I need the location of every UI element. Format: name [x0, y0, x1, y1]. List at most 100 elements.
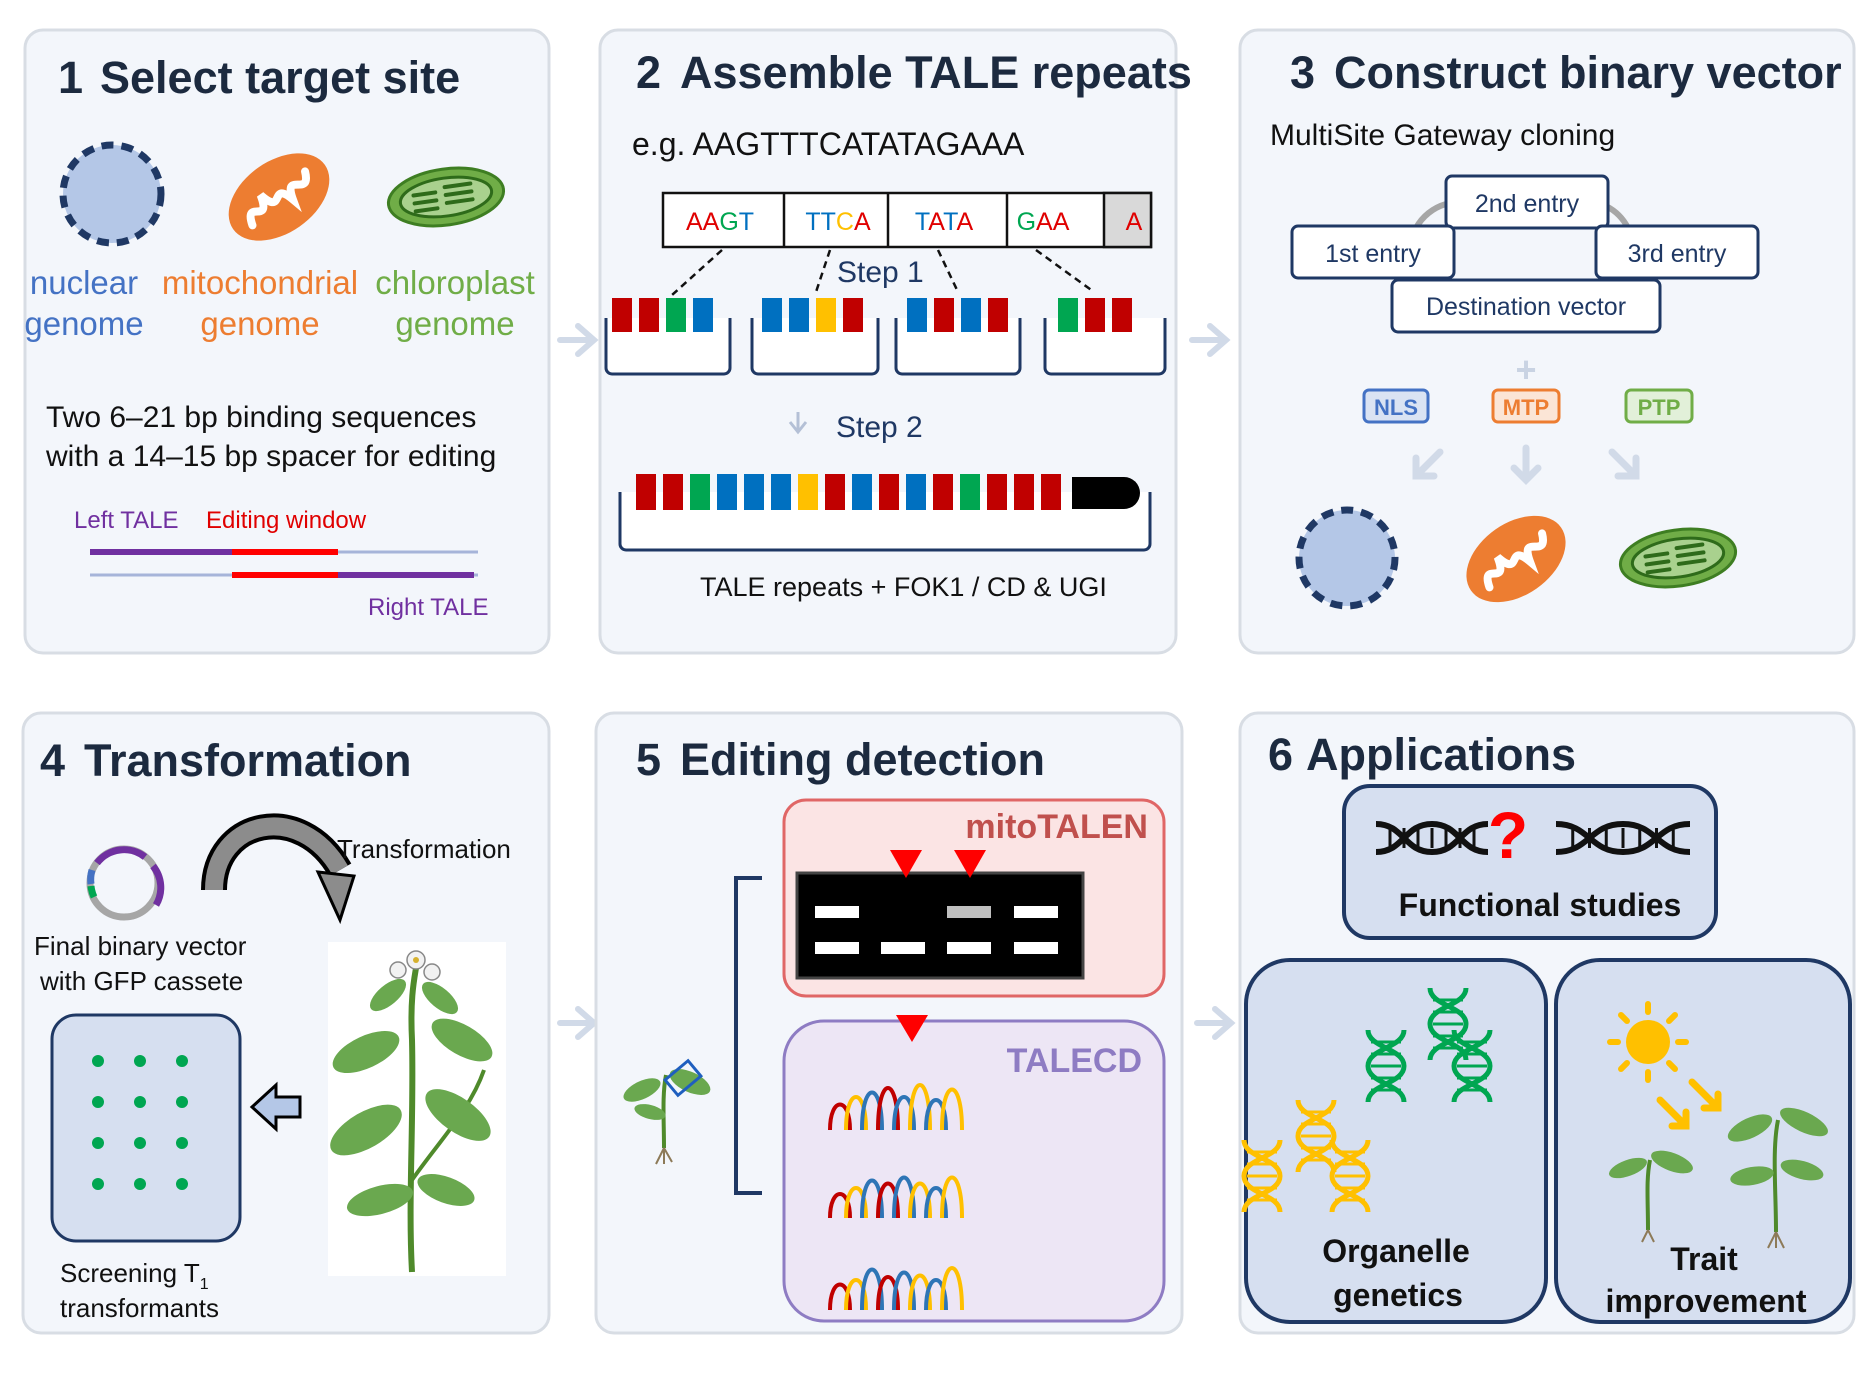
tale-repeat	[663, 474, 683, 510]
tale-repeat	[636, 474, 656, 510]
nucleus-icon	[59, 141, 165, 247]
seedling-icon	[623, 1058, 711, 1165]
chromatogram-peak	[924, 1278, 948, 1311]
panel5-title: Editing detection	[680, 734, 1045, 785]
assembled-tale	[618, 474, 1152, 552]
panel1-number: 1	[58, 52, 83, 103]
nuclear-label-bottom: genome	[24, 305, 143, 342]
colony-dot	[134, 1055, 146, 1067]
right-tale-label: Right TALE	[368, 594, 489, 621]
chloroplast-icon	[386, 166, 506, 228]
chromatogram-peak	[860, 1178, 884, 1219]
chromatogram-peak	[908, 1181, 932, 1219]
chloroplast-label-top: chloroplast	[375, 264, 535, 301]
chromatogram-peak	[844, 1095, 868, 1131]
chromatogram-peak	[908, 1273, 932, 1311]
tale-repeat	[825, 474, 845, 510]
chloroplast-label-bottom: genome	[395, 305, 514, 342]
chromatogram-peak	[860, 1090, 884, 1131]
chromatogram-peak	[828, 1282, 852, 1311]
sequence-box-1: AAGT	[686, 208, 754, 236]
tale-repeat	[852, 474, 872, 510]
panel-applications: 6 Applications ? Functional studies Orga…	[1238, 711, 1856, 1335]
tale-repeat	[933, 474, 953, 510]
panel6-number: 6	[1268, 729, 1293, 780]
colony-dot	[134, 1137, 146, 1149]
binding-description-line2: with a 14–15 bp spacer for editing	[45, 440, 496, 473]
arrow-right-icon	[1194, 1006, 1236, 1040]
nucleus-icon	[1295, 506, 1399, 610]
step1-connectors	[671, 248, 1095, 296]
tale-repeat	[690, 474, 710, 510]
organelle-label-line2: genetics	[1333, 1277, 1463, 1313]
panel-assemble-tale-repeats: 2 Assemble TALE repeats e.g. AAGTTTCATAT…	[598, 28, 1192, 655]
chromatogram-peak	[828, 1102, 852, 1131]
chromatogram-peak	[876, 1086, 900, 1131]
tale-repeat	[960, 474, 980, 510]
panel2-title: Assemble TALE repeats	[680, 47, 1192, 98]
sequence-box-5: A	[1126, 208, 1143, 236]
mtp-tag: MTP	[1491, 388, 1561, 424]
arrow-right-icon	[1189, 323, 1231, 357]
curved-arrow-icon	[201, 813, 356, 925]
tale-repeat	[771, 474, 791, 510]
dna-helix-icon	[1375, 820, 1691, 856]
nls-tag: NLS	[1362, 388, 1430, 424]
module-3	[894, 298, 1022, 376]
tale-repeat	[879, 474, 899, 510]
vector-label-line2: with GFP cassete	[39, 966, 243, 996]
talecd-box	[782, 1019, 1166, 1323]
trait-label-line2: improvement	[1606, 1283, 1807, 1319]
module-2	[750, 298, 880, 376]
panel-editing-detection: 5 Editing detection mitoTALEN	[594, 711, 1184, 1335]
mitotalen-label: mitoTALEN	[965, 808, 1148, 846]
arrow-right-icon	[557, 1006, 599, 1040]
chromatogram-peak	[828, 1192, 852, 1219]
tale-repeat	[717, 474, 737, 510]
small-seedling-icon	[1609, 1150, 1693, 1243]
talecd-label: TALECD	[1007, 1042, 1142, 1080]
svg-text:NLS: NLS	[1374, 395, 1418, 420]
panel3-title: Construct binary vector	[1334, 47, 1842, 98]
arrow-left-icon	[249, 1081, 302, 1133]
svg-text:PTP: PTP	[1638, 395, 1681, 420]
chromatogram-peak	[924, 1098, 948, 1131]
colony-dot	[92, 1096, 104, 1108]
target-site-schematic	[90, 549, 478, 578]
example-sequence: e.g. AAGTTTCATATAGAAA	[632, 126, 1025, 162]
screening-label-line2: transformants	[60, 1293, 219, 1323]
targeting-arrows	[1412, 444, 1640, 485]
tale-caption: TALE repeats + FOK1 / CD & UGI	[700, 572, 1107, 602]
arabidopsis-plant-icon	[328, 942, 506, 1276]
panel4-number: 4	[40, 735, 65, 786]
chromatogram-peak	[876, 1181, 900, 1219]
tale-repeat	[906, 474, 926, 510]
left-tale-label: Left TALE	[74, 507, 179, 534]
step1-label: Step 1	[837, 256, 924, 289]
down-arrow-icon	[788, 412, 808, 435]
sequence-box-3: TATA	[915, 208, 974, 236]
arrow-right-icon	[557, 323, 599, 357]
panel6-title: Applications	[1306, 729, 1576, 780]
entry2-label: 2nd entry	[1475, 190, 1580, 218]
panel2-number: 2	[636, 47, 661, 98]
chromatogram-peak	[876, 1275, 900, 1311]
colony-dot	[92, 1137, 104, 1149]
sun-ray-arrows	[1656, 1078, 1722, 1130]
colony-dot	[134, 1096, 146, 1108]
organelle-label-line1: Organelle	[1322, 1233, 1470, 1269]
module-1	[604, 298, 732, 376]
panel5-number: 5	[636, 734, 661, 785]
screening-plate	[50, 1013, 242, 1243]
mitochondrion-icon	[1466, 515, 1566, 603]
chromatogram-peak	[892, 1095, 916, 1131]
mitochondrion-icon	[228, 153, 330, 241]
colony-dot	[176, 1137, 188, 1149]
panel3-number: 3	[1290, 47, 1315, 98]
chloroplast-icon	[1618, 527, 1738, 589]
colony-dot	[176, 1096, 188, 1108]
destination-vector-label: Destination vector	[1426, 293, 1626, 321]
plasmid-icon	[86, 845, 165, 921]
dna-helix-icons	[1241, 987, 1493, 1213]
